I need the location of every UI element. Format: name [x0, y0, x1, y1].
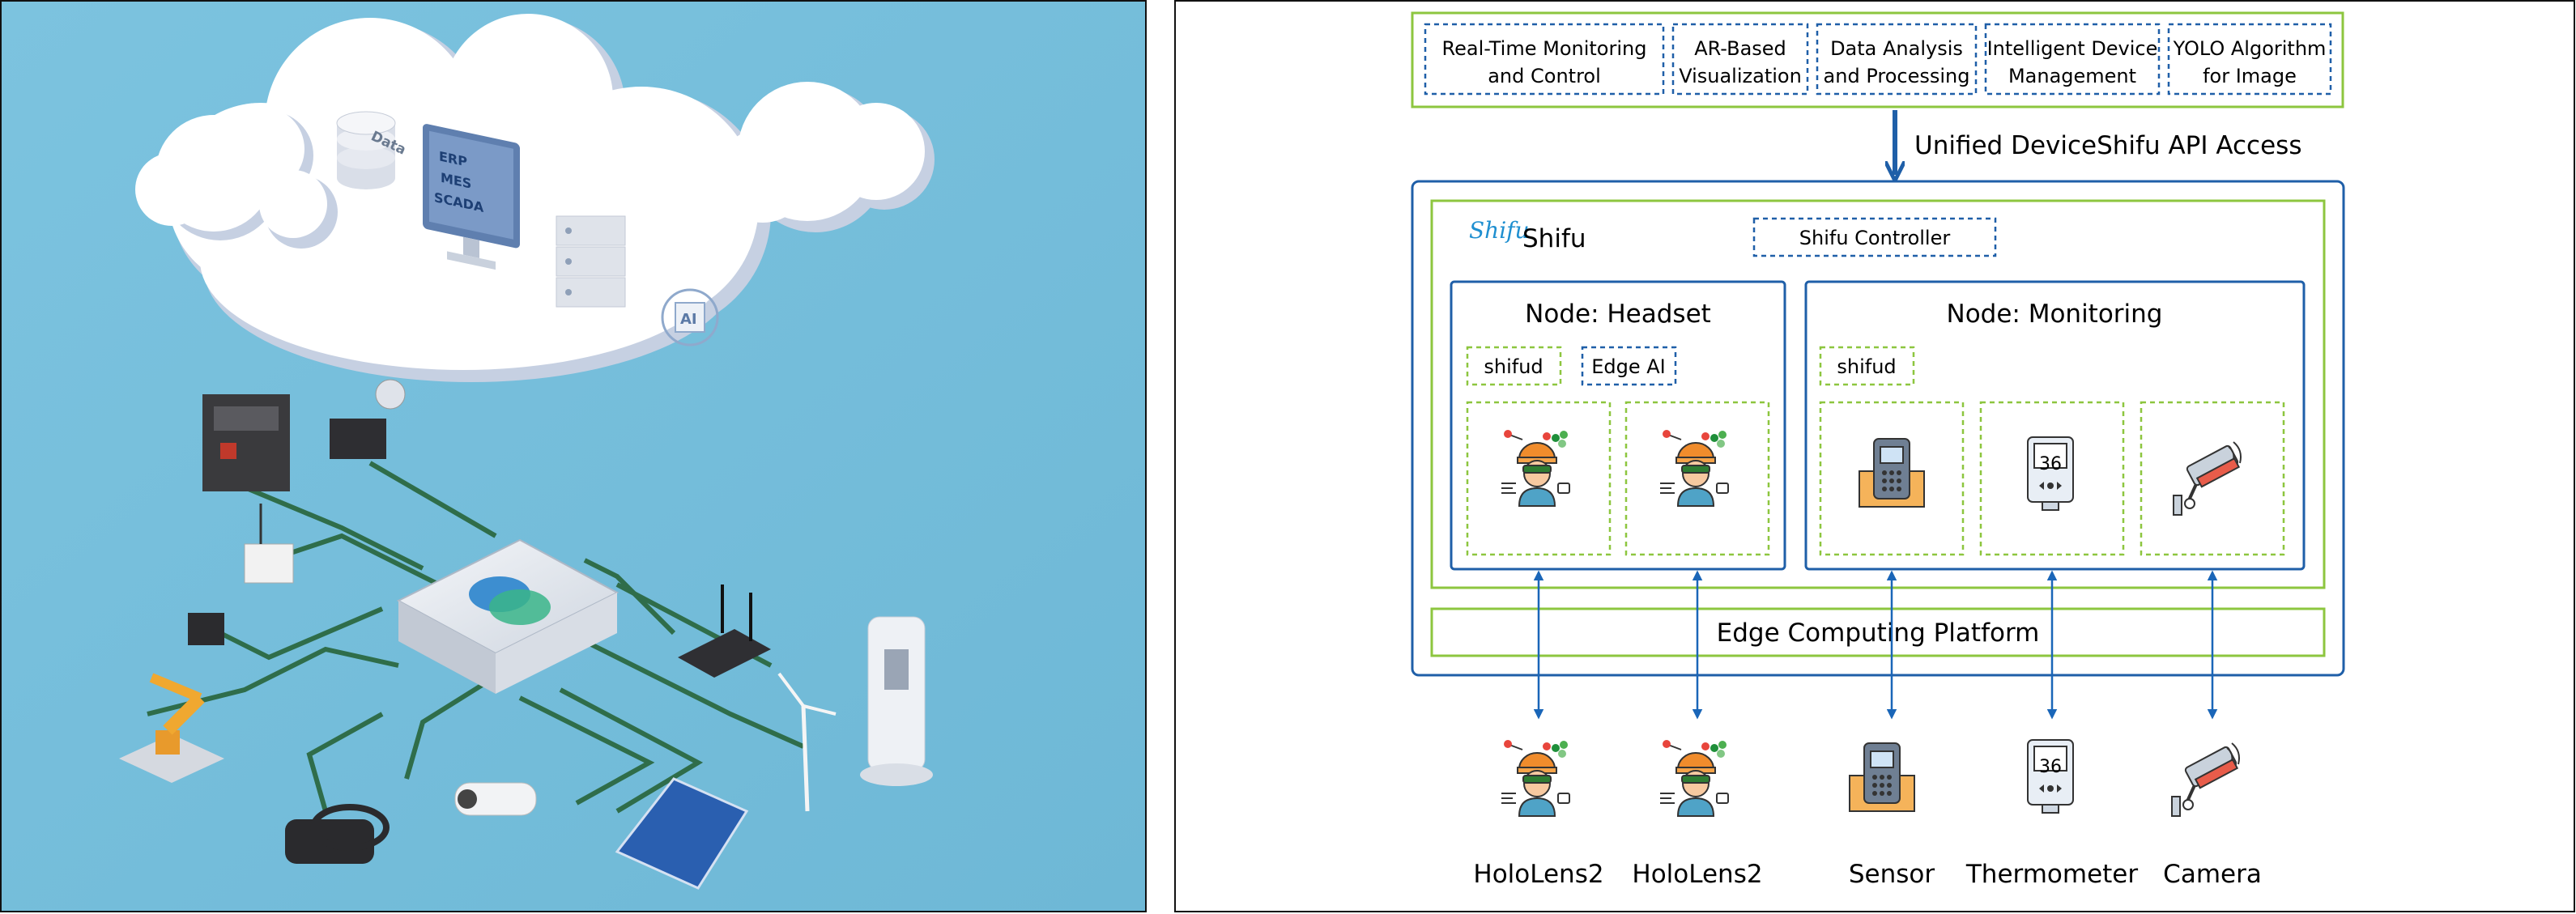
edge-ai-label: Edge AI	[1591, 355, 1666, 378]
device-label-thermometer: Thermometer	[1965, 860, 2139, 889]
device-shifu-hololens-2	[1624, 401, 1770, 556]
shifu-architecture-diagram: Real-Time Monitoring and Control AR-Base…	[1411, 11, 2345, 889]
app-line2: Management	[2008, 65, 2136, 87]
app-line1: Real-Time Monitoring	[1442, 37, 1647, 60]
shifu-box	[1430, 199, 2326, 589]
edge-computing-platform-bar	[1430, 607, 2326, 657]
app-line1: Data Analysis	[1830, 37, 1963, 60]
iot-cloud-illustration: Data ERP MES SCADA AI	[2, 2, 1145, 911]
edge-platform-box	[1411, 180, 2345, 677]
node-headset-box	[1450, 280, 1786, 571]
shifud-label: shifud	[1837, 355, 1896, 378]
device-label-hololens-2: HoloLens2	[1632, 860, 1762, 889]
shifu-controller-label: Shifu Controller	[1799, 227, 1951, 249]
shifu-controller-box	[1752, 217, 1997, 257]
solar-panel-device	[615, 777, 749, 890]
shifu-logo-text: Shifu	[1469, 217, 1530, 244]
api-label: Unified DeviceShifu API Access	[1914, 131, 2301, 160]
shifu-logo: Shifu	[1469, 217, 1530, 244]
motor-device	[330, 379, 406, 459]
shifud-label: shifud	[1484, 355, 1543, 378]
app-line2: Visualization	[1679, 65, 1802, 87]
servo-device	[188, 613, 224, 645]
router-device	[678, 585, 771, 678]
ai-label: AI	[680, 311, 697, 328]
app-box-yolo: YOLO Algorithm for Image	[2167, 23, 2332, 96]
device-shifu-thermometer	[1979, 401, 2125, 556]
cctv-device	[454, 782, 537, 816]
ai-chip-icon: AI	[661, 288, 719, 346]
app-line2: for Image	[2203, 65, 2297, 87]
architecture-diagram-panel: Real-Time Monitoring and Control AR-Base…	[1174, 0, 2575, 912]
network-lines	[147, 461, 805, 814]
app-line1: Intelligent Device	[1987, 37, 2158, 60]
hololens-worker-icon	[1501, 739, 1570, 817]
sensor-icon	[1859, 438, 1925, 508]
edge-platform-label: Edge Computing Platform	[1717, 619, 2040, 648]
monitor-icon: ERP MES SCADA	[423, 124, 520, 270]
hololens-worker-icon	[1501, 429, 1570, 507]
app-line2: and Processing	[1824, 65, 1970, 87]
shifu-label: Shifu	[1522, 224, 1586, 253]
robot-arm-device	[119, 673, 224, 783]
applications-box	[1411, 11, 2344, 108]
server-icon	[556, 215, 626, 308]
device-label-hololens-1: HoloLens2	[1473, 860, 1603, 889]
node-monitoring-box	[1804, 280, 2306, 571]
app-box-realtime-monitoring: Real-Time Monitoring and Control	[1424, 23, 1665, 96]
app-box-ar-visualization: AR-Based Visualization	[1671, 23, 1809, 96]
database-icon	[336, 111, 396, 189]
device-shifu-camera	[2140, 401, 2285, 556]
node-headset-title: Node: Headset	[1525, 300, 1711, 329]
camera-icon	[2170, 742, 2241, 818]
device-shifu-hololens-1	[1466, 401, 1612, 556]
sensor-icon	[1849, 742, 1915, 812]
thermometer-display: 36	[2039, 757, 2062, 777]
hololens-worker-icon	[1659, 429, 1729, 507]
edge-ai-box	[1581, 346, 1677, 386]
gateway-device	[244, 504, 294, 584]
ev-charger-device	[860, 616, 933, 786]
device-connectors	[1533, 570, 2218, 720]
device-shifu-sensor	[1819, 401, 1965, 556]
edge-hub-device	[396, 538, 620, 694]
inverter-device	[202, 394, 290, 491]
wind-turbine-device	[777, 672, 837, 812]
thermometer-display: 36	[2039, 454, 2062, 474]
device-label-camera: Camera	[2163, 860, 2262, 889]
app-line2: and Control	[1488, 65, 1601, 87]
app-line1: AR-Based	[1694, 37, 1786, 60]
node-monitoring-title: Node: Monitoring	[1947, 300, 2163, 329]
iot-illustration-panel: Data ERP MES SCADA AI	[0, 0, 1147, 912]
app-box-device-management: Intelligent Device Management	[1984, 23, 2161, 96]
shifud-box-headset	[1466, 346, 1562, 386]
hololens-worker-icon	[1659, 739, 1729, 817]
camera-icon	[2172, 440, 2242, 517]
vr-headset-device	[285, 804, 390, 864]
app-box-data-analysis: Data Analysis and Processing	[1816, 23, 1978, 96]
device-label-sensor: Sensor	[1849, 860, 1935, 889]
shifud-box-monitoring	[1819, 346, 1915, 386]
app-line1: YOLO Algorithm	[2173, 37, 2327, 60]
